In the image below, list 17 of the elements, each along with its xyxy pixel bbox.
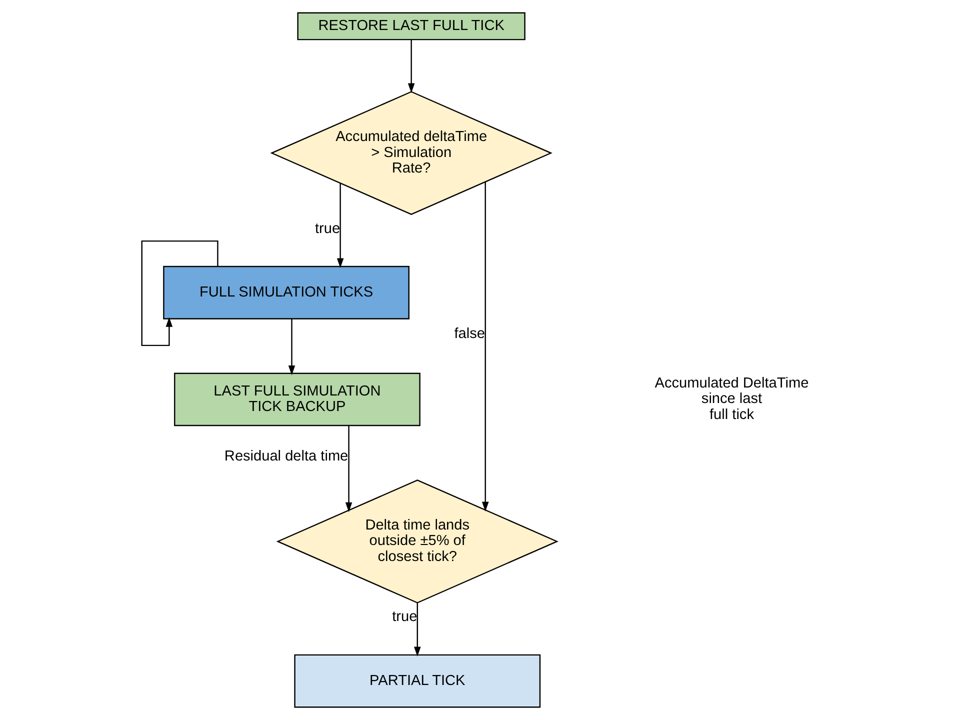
- edge-label: false: [454, 326, 484, 342]
- arrow: [344, 426, 352, 512]
- arrow: [407, 40, 414, 94]
- node-box: FULL SIMULATION TICKS: [162, 266, 409, 320]
- arrow: [336, 183, 344, 268]
- node-box: PARTIAL TICK: [294, 654, 540, 708]
- arrow: [481, 182, 488, 512]
- edge-label: true: [392, 609, 417, 626]
- arrow: [288, 319, 295, 376]
- node-box: LAST FULL SIMULATION TICK BACKUP: [174, 372, 420, 426]
- node-box: RESTORE LAST FULL TICK: [296, 12, 525, 40]
- node-diamond: Accumulated deltaTime > Simulation Rate?: [270, 91, 552, 215]
- edge-label: true: [314, 220, 340, 237]
- label: Accumulated DeltaTime since last full tick: [654, 375, 808, 423]
- edge-label: Residual delta time: [224, 448, 348, 464]
- arrow: [413, 603, 420, 657]
- node-diamond: Delta time lands outside ±5% of closest tick?: [276, 480, 558, 604]
